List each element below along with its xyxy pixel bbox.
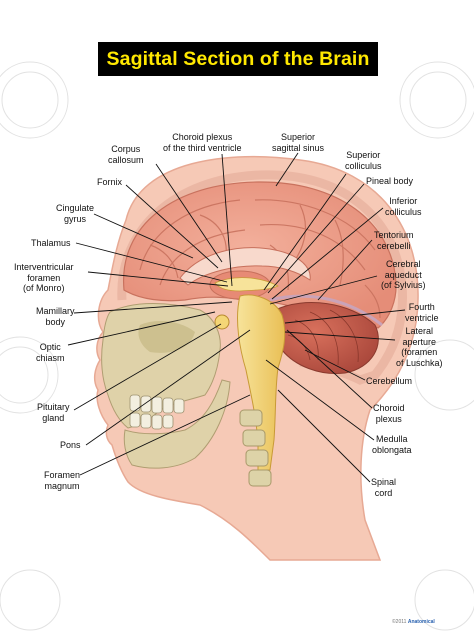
label-medulla-oblongata: Medulla oblongata — [372, 434, 412, 455]
copyright-text: ©2011 — [392, 619, 408, 625]
label-fornix: Fornix — [97, 177, 123, 187]
label-cerebellum: Cerebellum — [366, 376, 413, 386]
label-pineal-body: Pineal body — [366, 176, 414, 186]
title-banner: Sagittal Section of the Brain — [98, 42, 378, 76]
label-interventricular-foramen: Interventricular foramen (of Monro) — [14, 262, 74, 293]
label-superior-colliculus: Superior colliculus — [345, 150, 382, 171]
label-spinal-cord: Spinal cord — [371, 477, 397, 498]
label-cingulate-gyrus: Cingulate gyrus — [56, 203, 95, 224]
label-mamillary-body: Mamillary body — [36, 306, 75, 327]
label-thalamus: Thalamus — [31, 238, 71, 248]
label-optic-chiasm: Optic chiasm — [36, 342, 65, 363]
label-tentorium-cerebelli: Tentorium cerebelli — [374, 230, 414, 251]
label-cerebral-aqueduct: Cerebral aqueduct (of Sylvius) — [381, 259, 426, 290]
label-foramen-magnum: Foramen magnum — [44, 470, 81, 491]
mandible — [123, 379, 231, 469]
pituitary — [214, 314, 230, 330]
footer-brand: Anatomical — [407, 619, 435, 625]
brainstem — [237, 294, 286, 471]
label-fourth-ventricle: Fourth ventricle — [405, 302, 439, 323]
corpus-callosum — [179, 247, 311, 286]
label-pituitary-gland: Pituitary gland — [37, 402, 70, 423]
label-corpus-callosum: Corpus callosum — [108, 144, 144, 165]
label-choroid-plexus: Choroid plexus — [373, 403, 405, 424]
label-superior-sagittal-sinus: Superior sagittal sinus — [272, 132, 325, 153]
diagram-title: Sagittal Section of the Brain — [106, 47, 370, 70]
label-choroid-plexus-third-ventricle: Choroid plexus of the third ventricle — [163, 132, 242, 153]
teeth — [129, 394, 185, 430]
sinus-shading — [138, 320, 195, 353]
leader-lines — [67, 152, 406, 483]
copyright-footer: ©2011 Anatomical — [392, 619, 435, 625]
label-pons: Pons — [60, 440, 81, 450]
vertebrae — [239, 409, 272, 487]
label-inferior-colliculus: Inferior colliculus — [385, 196, 422, 217]
tentorium — [269, 294, 383, 327]
label-lateral-aperture: Lateral aperture (foramen of Luschka) — [396, 326, 443, 368]
